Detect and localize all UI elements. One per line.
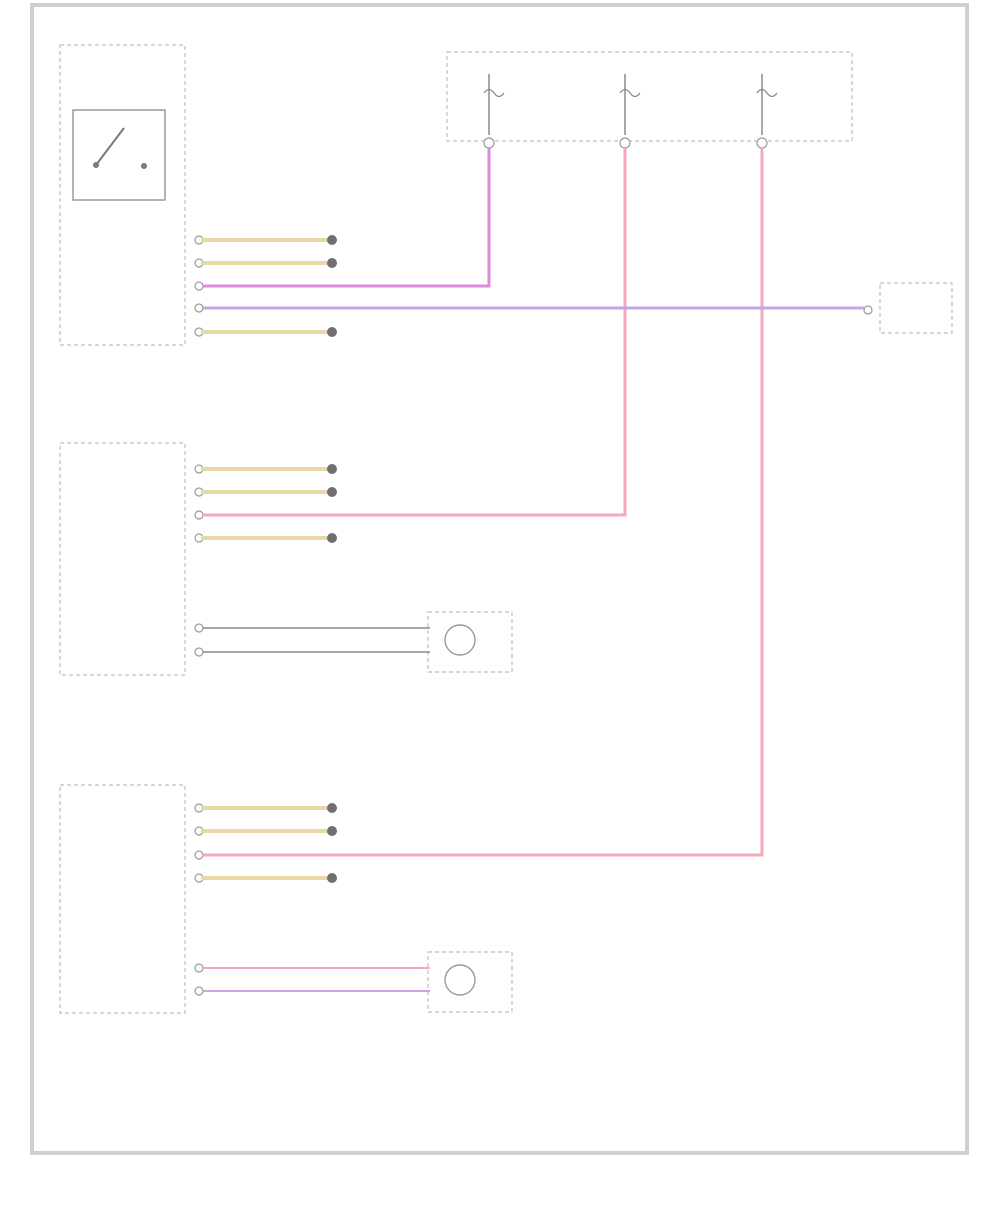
yellow-wires bbox=[201, 235, 337, 883]
sensor-left-coil-icon bbox=[444, 624, 476, 656]
fuse-1 bbox=[483, 74, 505, 135]
sensor-switch-box bbox=[72, 109, 166, 201]
fuse-3-terminal bbox=[756, 137, 768, 149]
fuse-block bbox=[446, 51, 853, 149]
occupant-sensor bbox=[59, 44, 186, 346]
wire-fuse-1-to-module-1 bbox=[203, 148, 491, 288]
fuse-3 bbox=[756, 74, 778, 135]
sensor-right bbox=[203, 951, 513, 1013]
sensor-right-coil-icon bbox=[444, 964, 476, 996]
fuse-2 bbox=[619, 74, 641, 135]
fuse-2-terminal bbox=[619, 137, 631, 149]
module-3 bbox=[59, 784, 204, 1014]
right-module bbox=[863, 282, 953, 334]
power-wires bbox=[203, 148, 864, 857]
fuse-1-terminal bbox=[483, 137, 495, 149]
diagram-frame bbox=[30, 3, 969, 1155]
wire-fuse-2-to-module-2 bbox=[203, 148, 627, 517]
wire-fuse-3-to-module-3 bbox=[203, 148, 764, 857]
module-2 bbox=[59, 442, 204, 676]
module-1-connector bbox=[194, 235, 204, 337]
sensor-left bbox=[203, 611, 513, 673]
switch-contact-icon bbox=[95, 127, 125, 166]
